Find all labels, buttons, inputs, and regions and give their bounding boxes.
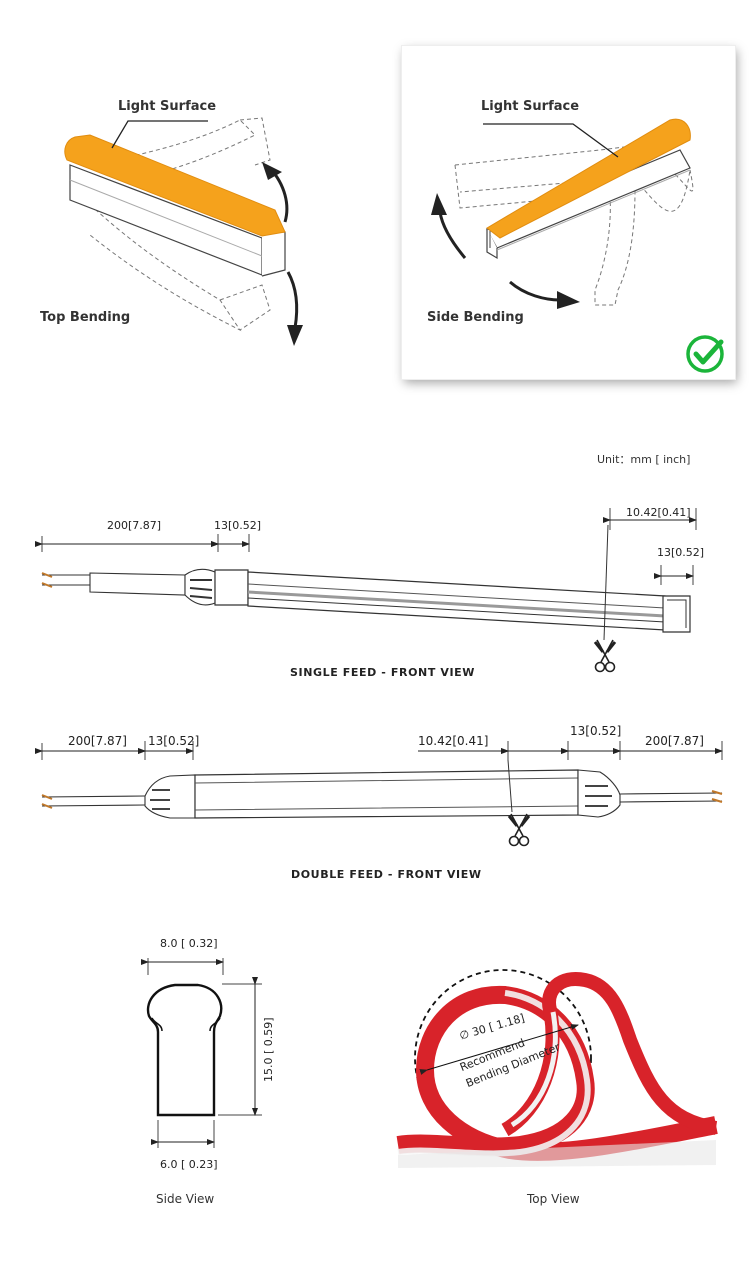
top-view-illustration — [396, 969, 718, 1168]
double-feed-scissors-icon — [507, 813, 531, 847]
sf-cap-length-right: 13[0.52] — [657, 546, 705, 559]
sf-cable-length: 200[7.87] — [107, 519, 162, 532]
sf-cut-length: 10.42[0.41] — [626, 506, 691, 519]
single-feed-scissors-icon — [593, 639, 617, 673]
df-cap-length-right: 13[0.52] — [570, 724, 622, 738]
unit-label: Unit：mm [ inch] — [597, 453, 691, 466]
side-bending-illustration — [431, 118, 694, 309]
side-bending-caption: Side Bending — [427, 310, 524, 325]
sf-cap-length-left: 13[0.52] — [214, 519, 262, 532]
side-light-surface — [486, 118, 691, 239]
double-feed-caption: DOUBLE FEED - FRONT VIEW — [291, 868, 482, 881]
df-cable-length-left: 200[7.87] — [68, 734, 127, 748]
side-view-profile — [141, 958, 262, 1148]
top-bending-caption: Top Bending — [40, 310, 131, 325]
side-light-surface-label: Light Surface — [481, 99, 580, 114]
single-feed-caption: SINGLE FEED - FRONT VIEW — [290, 666, 476, 679]
sv-bottom-width: 6.0 [ 0.23] — [160, 1158, 218, 1171]
top-light-surface-label: Light Surface — [118, 99, 217, 114]
sv-height: 15.0 [ 0.59] — [262, 1017, 275, 1082]
df-cut-length: 10.42[0.41] — [418, 734, 489, 748]
top-bending-illustration — [64, 117, 303, 346]
top-light-surface — [64, 134, 286, 237]
top-view-caption: Top View — [527, 1192, 580, 1206]
sv-top-width: 8.0 [ 0.32] — [160, 937, 218, 950]
df-cable-length-right: 200[7.87] — [645, 734, 704, 748]
side-view-caption: Side View — [156, 1192, 215, 1206]
single-feed-drawing — [35, 508, 697, 673]
double-feed-drawing — [35, 741, 723, 847]
df-cap-length-left: 13[0.52] — [148, 734, 200, 748]
check-circle-icon — [686, 335, 724, 373]
